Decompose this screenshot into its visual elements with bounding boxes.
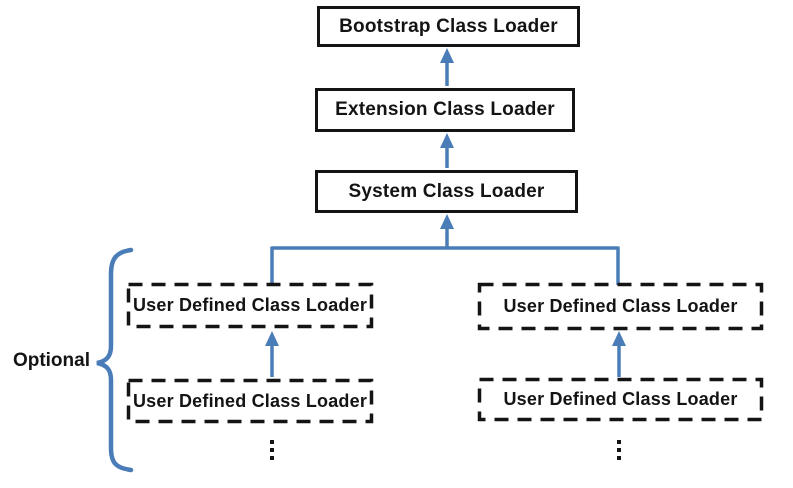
arrow-extension-to-bootstrap-head (440, 48, 454, 63)
extension-class-loader-label: Extension Class Loader (335, 99, 555, 120)
user-defined-class-loader-bottom-right-label: User Defined Class Loader (503, 389, 738, 409)
user-defined-class-loader-bottom-right-box: User Defined Class Loader (478, 378, 763, 421)
ellipsis-dot (270, 440, 274, 444)
user-defined-class-loader-bottom-left-label: User Defined Class Loader (132, 390, 368, 411)
arrow-system-to-extension-head (440, 133, 454, 148)
ellipsis-dot (617, 448, 621, 452)
system-class-loader-label: System Class Loader (348, 180, 545, 202)
vertical-ellipsis-icon (617, 440, 621, 460)
user-defined-class-loader-top-right-box: User Defined Class Loader (478, 283, 763, 330)
system-class-loader-box: System Class Loader (315, 170, 578, 213)
user-defined-class-loader-bottom-left-box: User Defined Class Loader (127, 379, 373, 423)
arrow-branch-to-system-head (440, 214, 454, 229)
ellipsis-dot (270, 456, 274, 460)
arrow-userll-to-usertl-head (265, 331, 279, 346)
bootstrap-class-loader-label: Bootstrap Class Loader (339, 15, 558, 37)
arrow-userlr-to-usertr-head (612, 331, 626, 346)
optional-label: Optional (12, 350, 90, 371)
ellipsis-dot (617, 440, 621, 444)
bootstrap-class-loader-box: Bootstrap Class Loader (317, 6, 580, 47)
optional-brace (96, 247, 134, 473)
ellipsis-dot (617, 456, 621, 460)
user-defined-class-loader-top-right-label: User Defined Class Loader (503, 296, 738, 316)
ellipsis-dot (270, 448, 274, 452)
extension-class-loader-box: Extension Class Loader (315, 88, 575, 132)
user-defined-class-loader-top-left-label: User Defined Class Loader (132, 295, 368, 315)
vertical-ellipsis-icon (270, 440, 274, 460)
user-defined-class-loader-top-left-box: User Defined Class Loader (127, 283, 373, 328)
